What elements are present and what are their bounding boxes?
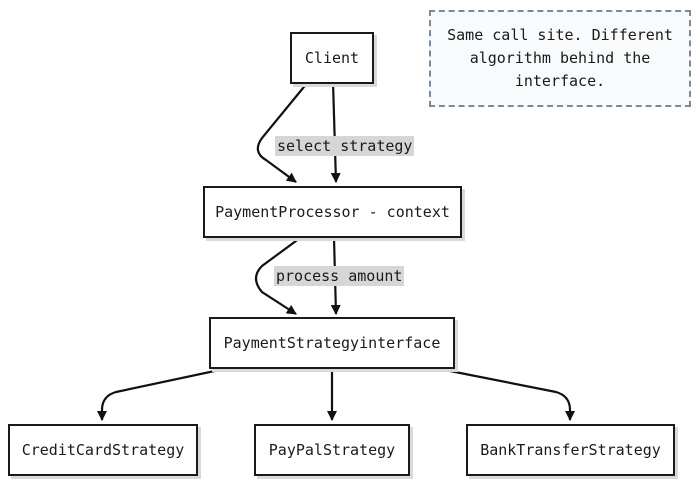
note-box: Same call site. Different algorithm behi…: [429, 10, 691, 107]
edge-client-processor-right: [330, 81, 341, 183]
node-bank-transfer-strategy: BankTransferStrategy: [466, 424, 675, 476]
node-credit-card-strategy: CreditCardStrategy: [8, 424, 198, 476]
edge-label-select-strategy: select strategy: [275, 136, 415, 156]
edge-interface-creditcard: [97, 367, 225, 421]
edge-client-processor-left: [256, 81, 309, 183]
edge-processor-interface-left: [254, 237, 301, 315]
edge-label-process-amount: process amount: [274, 266, 405, 286]
node-paypal-strategy: PayPalStrategy: [254, 424, 410, 476]
node-client: Client: [290, 32, 374, 84]
node-payment-strategy-interface: PaymentStrategyinterface: [209, 317, 455, 369]
edge-interface-banktransfer: [439, 367, 575, 421]
node-payment-processor: PaymentProcessor - context: [203, 186, 462, 238]
